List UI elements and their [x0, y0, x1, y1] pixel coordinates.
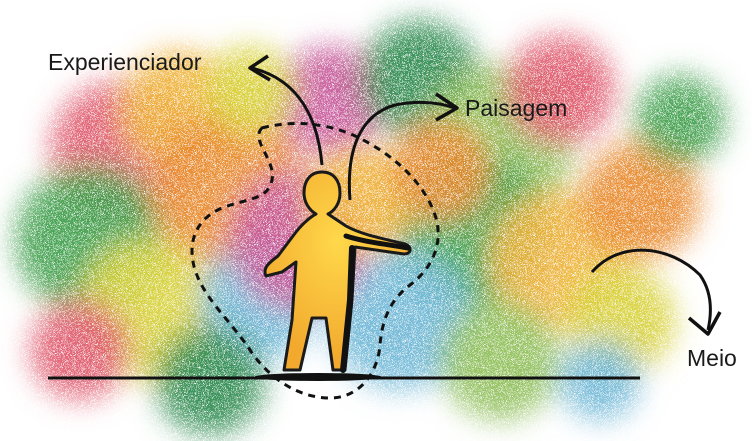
ground-shadow [254, 373, 382, 381]
color-blob [505, 35, 615, 145]
label-landscape: Paisagem [465, 95, 567, 121]
color-blob [205, 45, 295, 135]
color-blob [560, 340, 640, 420]
color-cloud-background [15, 20, 725, 435]
color-blob [390, 120, 490, 220]
color-blob [30, 300, 130, 400]
color-blob [635, 75, 725, 165]
color-blob [440, 300, 560, 420]
label-environment: Meio [687, 345, 737, 371]
color-blob [155, 325, 265, 435]
label-experiencer: Experienciador [48, 49, 202, 75]
